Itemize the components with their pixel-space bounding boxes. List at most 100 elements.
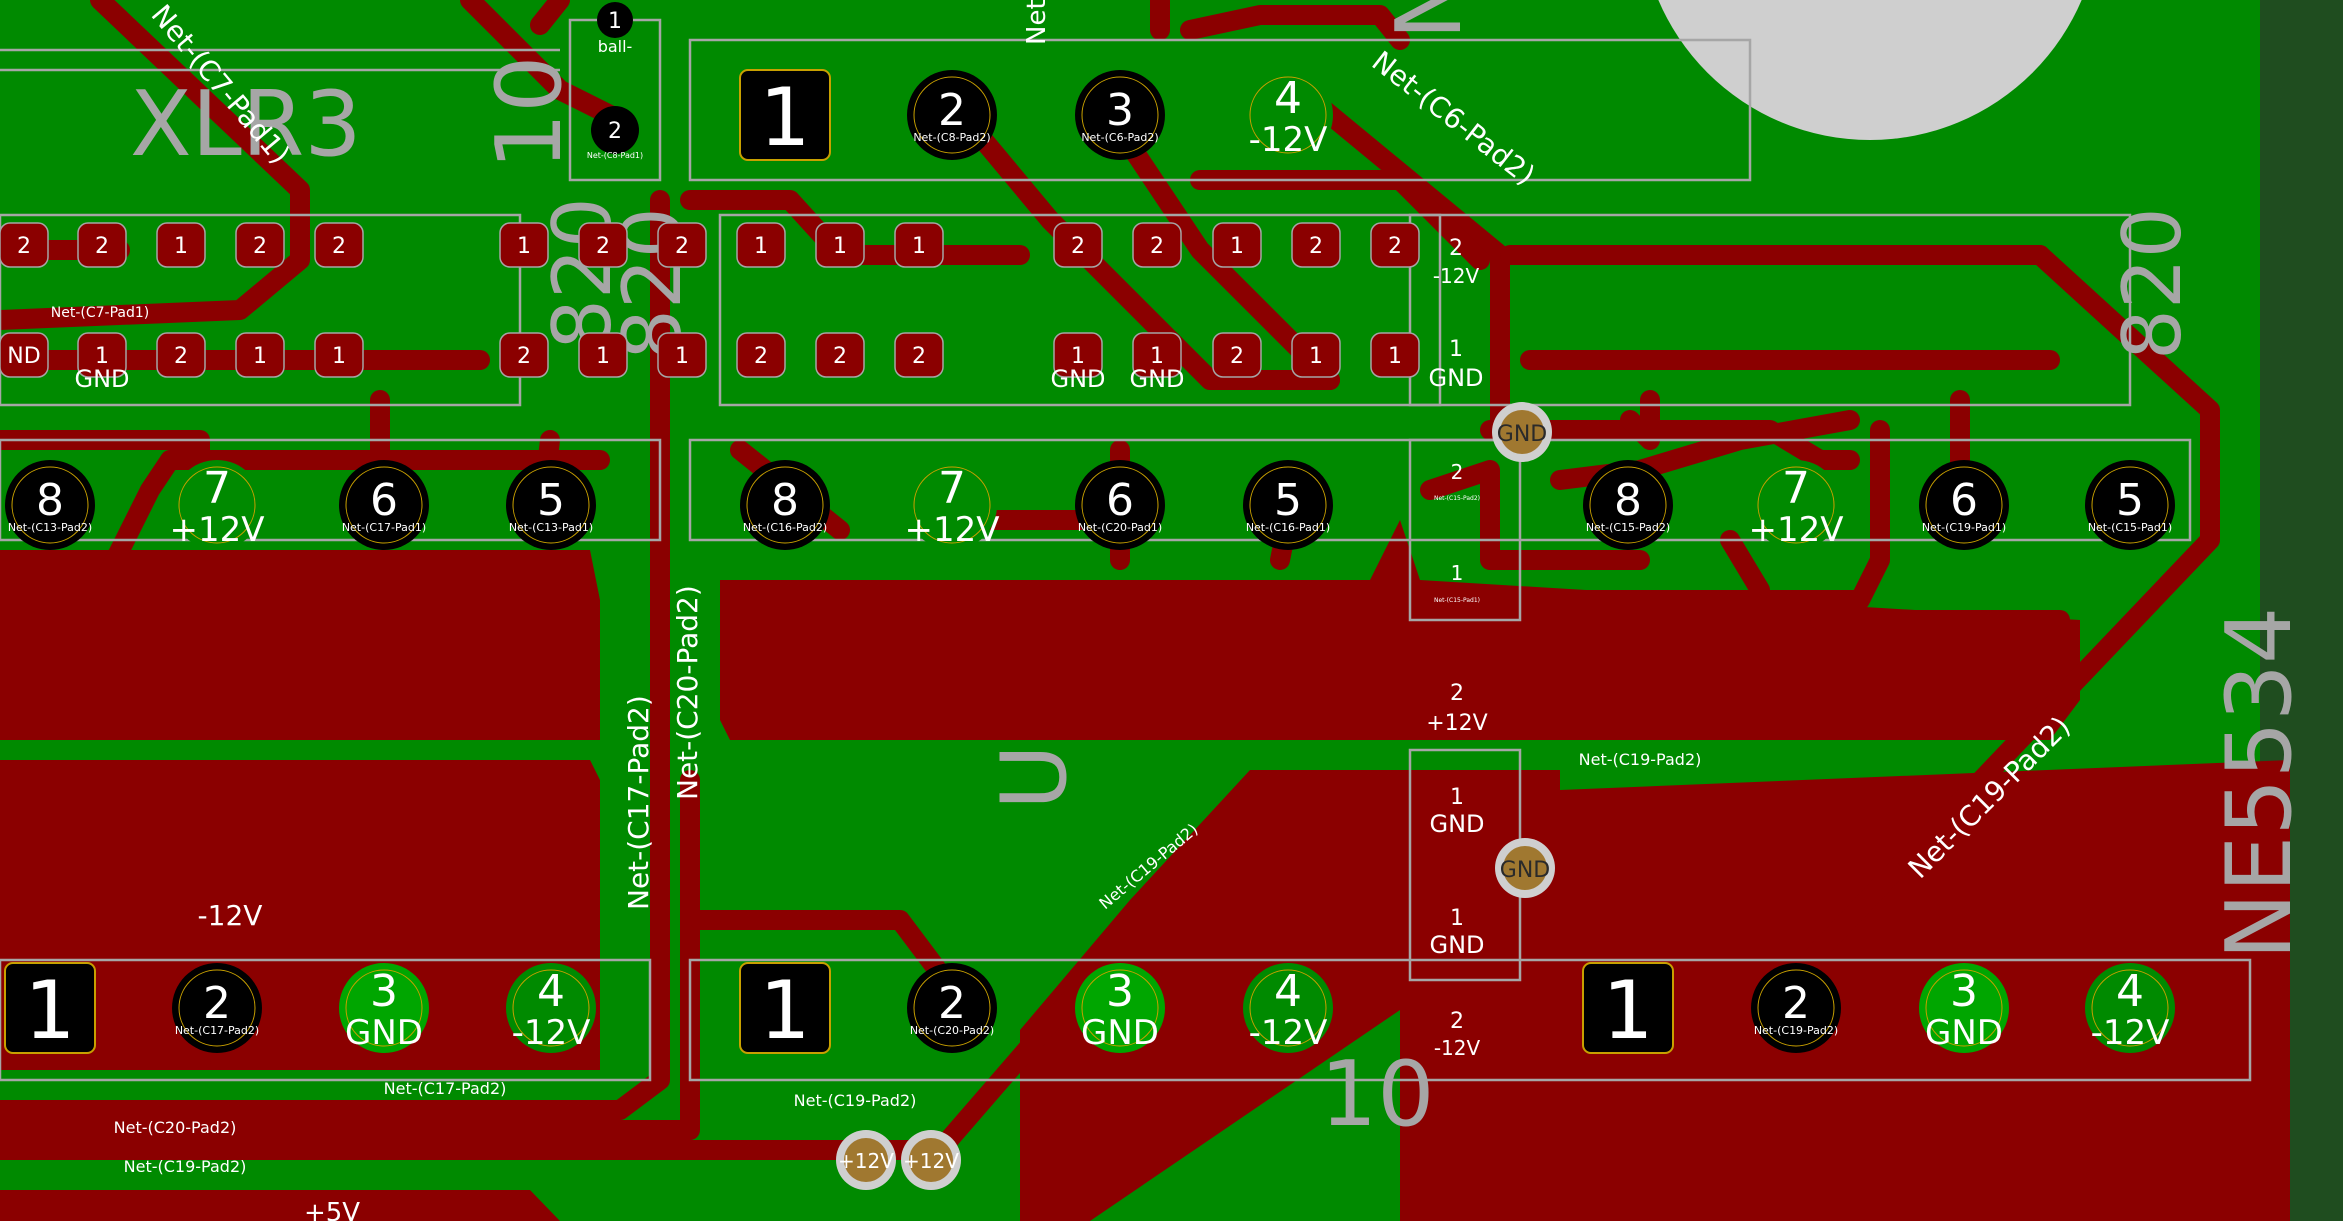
silk-10-bottom: 10 (1320, 1042, 1435, 1147)
smd-pad-small-pads-row1-11[interactable]: 2 (1053, 222, 1103, 268)
smd-pad-small-pads-row1-3[interactable]: 2 (235, 222, 285, 268)
smd-pad-small-pads-row1-0[interactable]: 2 (0, 222, 49, 268)
ic-left-pin-5-pad (506, 460, 596, 550)
smd-pad-small-pads-row1-5[interactable]: 1 (499, 222, 549, 268)
smd-pad-small-pads-row2-9[interactable]: 2 (815, 332, 865, 378)
ic-right-pin-7[interactable]: 7+12V (1748, 460, 1844, 550)
smd-pad-small-pads-row2-15[interactable]: 1 (1370, 332, 1420, 378)
ic-left-pin-3-net: GND (345, 1013, 423, 1053)
smd-pad-small-pads-row2-14[interactable]: 1 (1291, 332, 1341, 378)
via-gnd-a[interactable]: GND (1492, 402, 1552, 462)
ic-middle-bottom-pin-1-number: 1 (760, 964, 811, 1057)
smd-pad-small-pads-row2-3[interactable]: 1 (235, 332, 285, 378)
smd-pad-shape (1212, 222, 1262, 268)
smd-pad-small-pads-row2-7[interactable]: 1 (657, 332, 707, 378)
via-gnd-b[interactable]: GND (1495, 838, 1555, 898)
smd-pad-small-pads-row1-9[interactable]: 1 (815, 222, 865, 268)
center-cap-mid-pad1: 1 (1450, 785, 1464, 810)
smd-pad-small-pads-row1-15[interactable]: 2 (1370, 222, 1420, 268)
smd-pad-small-pads-row2-2[interactable]: 2 (156, 332, 206, 378)
smd-pad-small-pads-row2-8[interactable]: 2 (736, 332, 786, 378)
smd-pad-small-pads-row1-13[interactable]: 1 (1212, 222, 1262, 268)
copper-pour-plus5v (0, 1190, 560, 1221)
center-cap-low-pad2: 2 (1450, 1009, 1464, 1034)
smd-pad-small-pads-row2-6[interactable]: 1 (578, 332, 628, 378)
center-cap-mid-pad2: 2 (1450, 681, 1464, 706)
smd-pad-small-pads-row1-2[interactable]: 1 (156, 222, 206, 268)
center-cap-mid-net1: GND (1429, 810, 1484, 838)
ic-middle-pin-7[interactable]: 7+12V (904, 460, 1000, 550)
smd-pad-shape (77, 222, 127, 268)
center-cap-low-net2: -12V (1434, 1036, 1481, 1060)
via-p12-a[interactable]: +12V (836, 1130, 896, 1190)
via-gnd-b-label: GND (1500, 858, 1550, 883)
ic-right-bottom-pin-1[interactable]: 1 (1582, 962, 1674, 1057)
smd-pad-small-pads-row1-12[interactable]: 2 (1132, 222, 1182, 268)
ic-middle-pin-5-number: 5 (1274, 475, 1302, 526)
smd-pad-small-pads-row1-8[interactable]: 1 (736, 222, 786, 268)
center-cap-low[interactable]: 1 GND 2 -12V (1429, 906, 1484, 1060)
center-cap-mid-upper[interactable]: 2 Net-(C15-Pad2) 1 Net-(C15-Pad1) (1434, 460, 1480, 604)
ic-middle-bottom-pin-3-net: GND (1081, 1013, 1159, 1053)
smd-pad-shape (736, 222, 786, 268)
smd-pad-small-pads-row1-1[interactable]: 2 (77, 222, 127, 268)
smd-pad-small-pads-row1-4[interactable]: 2 (314, 222, 364, 268)
smd-pad-small-pads-row2-0[interactable]: ND (0, 332, 49, 378)
smd-pad-number: 1 (1071, 344, 1085, 369)
ic-middle-bottom-pin-2-pad (907, 963, 997, 1053)
center-cap-top-pad2: 2 (1449, 236, 1463, 261)
ic-right-bottom-pin-1-pad (1582, 962, 1674, 1054)
connector-top-pad1: 1 (608, 9, 622, 34)
smd-pad-small-pads-row1-10[interactable]: 1 (894, 222, 944, 268)
ic-middle-upper-pin-3-number: 3 (1106, 85, 1134, 136)
smd-pad-small-pads-row1-14[interactable]: 2 (1291, 222, 1341, 268)
ic-right-bottom-pin-4[interactable]: 4-12V (2085, 963, 2175, 1053)
smd-pad-small-pads-row1-7[interactable]: 2 (657, 222, 707, 268)
connector-top[interactable]: 1 ball- 2 Net-(C8-Pad1) (587, 2, 643, 160)
copper-pour-left-lower (0, 760, 600, 1070)
via-p12-b[interactable]: +12V (901, 1130, 961, 1190)
smd-pad-small-pads-row2-4[interactable]: 1 (314, 332, 364, 378)
center-cap-mid[interactable]: 2 +12V 1 GND (1426, 681, 1487, 838)
ic-middle-upper-pin-1[interactable]: 1 (739, 69, 831, 164)
ic-left-pin-4[interactable]: 4-12V (506, 963, 596, 1053)
smd-pad-number: 2 (332, 234, 346, 259)
smd-pad-small-pads-row2-10[interactable]: 2 (894, 332, 944, 378)
ic-right-pin-8-number: 8 (1614, 475, 1642, 526)
ic-middle-bottom-pin-4[interactable]: 4-12V (1243, 963, 1333, 1053)
center-cap-top[interactable]: 2 -12V 1 GND (1428, 236, 1483, 392)
ic-middle-bottom-pin-1[interactable]: 1 (739, 962, 831, 1057)
ic-left-pin-5-net: Net-(C13-Pad1) (509, 521, 593, 534)
ic-right-pin-7-net: +12V (1748, 510, 1843, 550)
ic-left-pin-1[interactable]: 1 (4, 962, 96, 1057)
ic-middle-pin-8-pad (740, 460, 830, 550)
smd-pad-number: 2 (675, 234, 689, 259)
smd-pad-small-pads-row2-13[interactable]: 2 (1212, 332, 1262, 378)
smd-pad-small-pads-row1-6[interactable]: 2 (578, 222, 628, 268)
ic-left-pin-7[interactable]: 7+12V (169, 460, 265, 550)
smd-pad-small-pads-row2-5[interactable]: 2 (499, 332, 549, 378)
ic-middle-upper-pin-4[interactable]: 4-12V (1243, 70, 1333, 160)
ic-middle-upper-pin-4-net: -12V (1249, 120, 1328, 160)
